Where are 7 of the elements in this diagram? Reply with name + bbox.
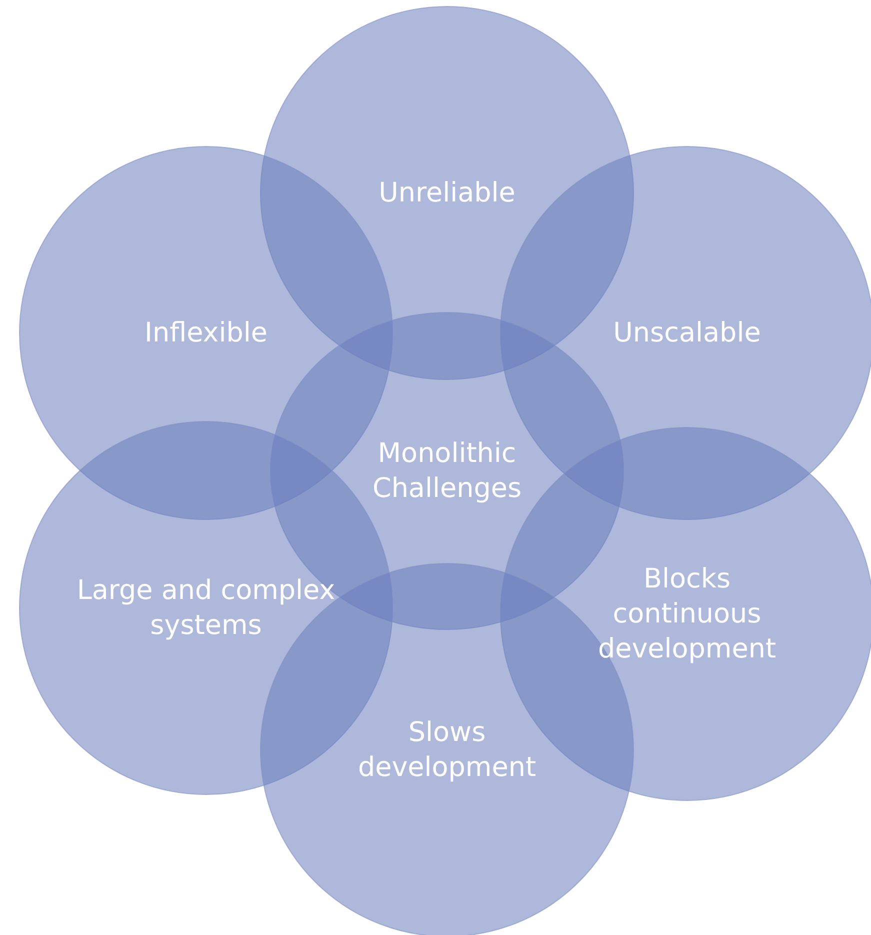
circle-label: Unreliable	[378, 176, 516, 210]
circle-label: Large and complex systems	[76, 574, 336, 643]
circle-label: Monolithic Challenges	[371, 436, 523, 506]
circle-label: Unscalable	[612, 316, 762, 350]
circle-label: Blocks continuous development	[596, 562, 778, 667]
circle-label: Inflexible	[144, 316, 268, 350]
circle-label: Slows development	[356, 716, 538, 785]
